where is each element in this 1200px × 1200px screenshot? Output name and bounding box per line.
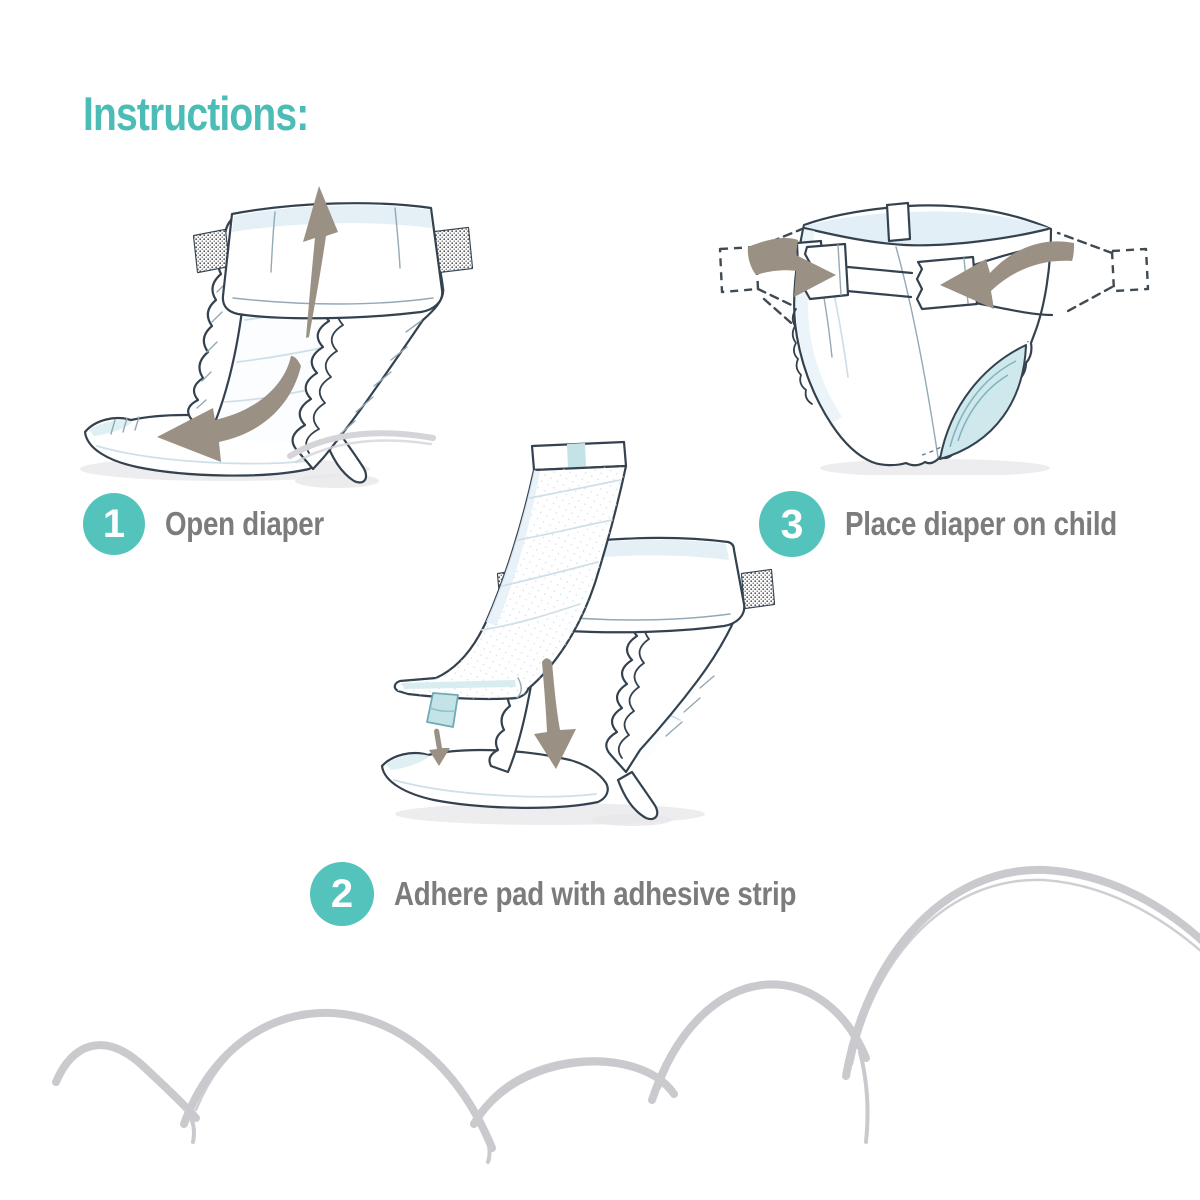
step-2-adhere-pad-illustration	[380, 440, 776, 826]
step-1-number: 1	[102, 501, 126, 546]
step-2-row: 2 Adhere pad with adhesive strip	[310, 862, 873, 926]
step-3-label: Place diaper on child	[845, 505, 1118, 542]
right-dashed-wing	[1056, 231, 1150, 313]
fasten-right-arrow-icon	[940, 241, 1074, 309]
swoosh-decoration	[287, 430, 436, 464]
clouds-decoration	[52, 865, 1200, 1164]
step-1-badge: 1	[83, 493, 145, 555]
step-2-number: 2	[330, 871, 354, 916]
strip-down-arrow-icon	[429, 728, 450, 766]
step-3-badge: 3	[759, 491, 825, 557]
step-3-row: 3 Place diaper on child	[759, 491, 1169, 557]
step-1-open-diaper-illustration	[80, 186, 474, 488]
step-3-fastened-diaper-illustration	[718, 201, 1150, 475]
page-title: Instructions:	[83, 87, 309, 140]
step-2-label: Adhere pad with adhesive strip	[394, 875, 797, 912]
step-3-number: 3	[780, 500, 804, 547]
adhesive-strip	[426, 692, 459, 728]
pull-up-arrow-icon	[303, 186, 338, 338]
fasten-left-arrow-icon	[747, 238, 836, 297]
open-down-arrow-icon	[157, 356, 301, 462]
leg-opening	[921, 340, 1029, 460]
step-2-badge: 2	[310, 862, 374, 926]
left-tape-tab	[192, 228, 231, 274]
right-tape-tab	[740, 568, 776, 610]
step-1-row: 1 Open diaper	[83, 493, 354, 555]
right-tape-tab	[433, 226, 474, 274]
step-1-label: Open diaper	[165, 505, 324, 542]
back-gather	[885, 201, 912, 243]
pad-down-arrow-icon	[534, 658, 576, 769]
booster-pad	[393, 440, 628, 701]
